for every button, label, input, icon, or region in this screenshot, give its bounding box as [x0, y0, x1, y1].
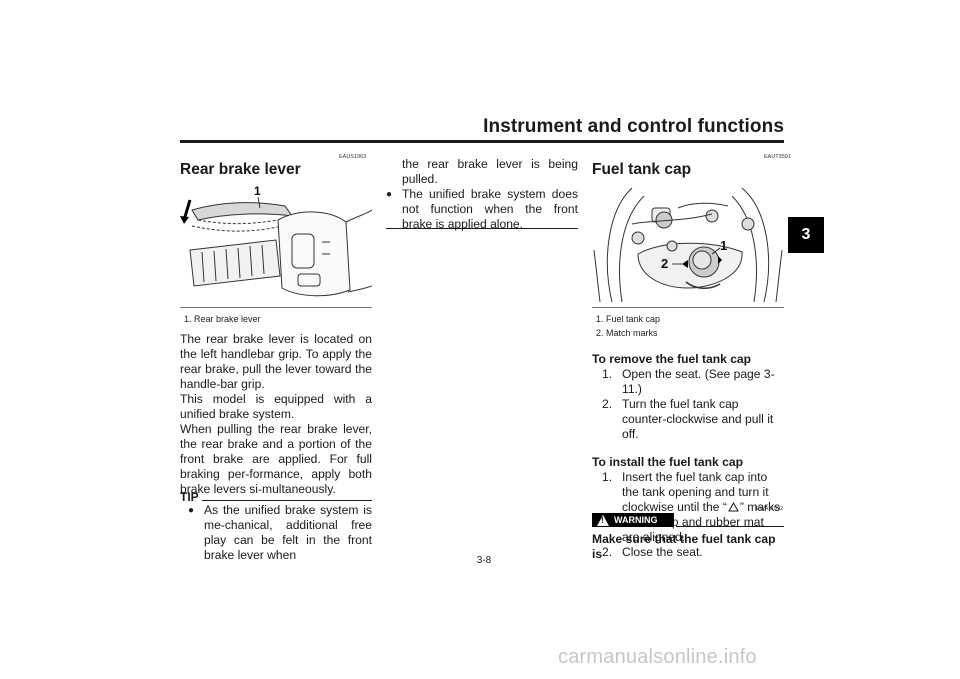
section-code: EAUS1963 — [339, 154, 367, 160]
list-item-text: The unified brake system does not functi… — [402, 187, 578, 231]
watermark: carmanualsonline.info — [558, 646, 757, 668]
paragraph: When pulling the rear brake lever, the r… — [180, 422, 372, 496]
header-rule — [180, 140, 784, 143]
tip-label: TIP — [180, 490, 199, 504]
tip-list: ● As the unified brake system is me-chan… — [188, 503, 372, 563]
warning-text: Make sure that the fuel tank cap is — [592, 532, 776, 561]
section-title-fuel-tank-cap: Fuel tank cap — [592, 161, 692, 178]
list-item: ● As the unified brake system is me-chan… — [188, 503, 372, 563]
list-item: the rear brake lever is being pulled. — [386, 157, 578, 187]
figure-caption: 2. Match marks — [596, 328, 658, 338]
paragraph: This model is equipped with a unified br… — [180, 392, 372, 421]
list-item: 1. Open the seat. (See page 3-11.) — [602, 367, 775, 396]
page-number: 3-8 — [476, 555, 492, 566]
rear-brake-body: The rear brake lever is located on the l… — [180, 332, 372, 497]
warning-icon: ! — [597, 514, 609, 526]
list-item: 2. Close the seat. — [602, 545, 703, 559]
paragraph: The rear brake lever is located on the l… — [180, 332, 372, 391]
figure-caption: 1. Rear brake lever — [184, 314, 261, 324]
figure-callout-2: 2 — [661, 256, 668, 271]
warning-code: EWA11092 — [756, 506, 784, 512]
figure-callout-1: 1 — [720, 238, 727, 253]
list-item-text: As the unified brake system is me-chanic… — [204, 503, 372, 562]
fuel-cap-instructions: To remove the fuel tank cap 1. Open the … — [592, 352, 784, 560]
list-item: ● The unified brake system does not func… — [386, 187, 578, 232]
match-mark-triangle-icon — [728, 501, 739, 512]
bullet-icon: ● — [386, 189, 393, 200]
rear-brake-lever-figure: 1 — [180, 184, 372, 297]
list-item-text: the rear brake lever is being pulled. — [402, 157, 578, 186]
page-title: Instrument and control functions — [483, 116, 784, 137]
chapter-tab[interactable]: 3 — [788, 217, 824, 253]
tip-end-rule — [386, 228, 578, 229]
caption-divider — [592, 307, 784, 308]
section-title-rear-brake: Rear brake lever — [180, 161, 301, 178]
list-item: 2. Turn the fuel tank cap counter-clockw… — [602, 397, 774, 441]
tip-continuation: the rear brake lever is being pulled. ● … — [386, 157, 578, 232]
figure-callout-1: 1 — [254, 184, 261, 198]
caption-divider — [180, 307, 372, 308]
install-heading: To install the fuel tank cap — [592, 455, 743, 469]
tip-rule — [202, 500, 372, 501]
figure-caption: 1. Fuel tank cap — [596, 314, 661, 324]
warning-badge: ! WARNING — [592, 513, 674, 527]
warning-label: WARNING — [614, 515, 658, 525]
bullet-icon: ● — [188, 505, 195, 516]
fuel-tank-cap-figure: 1 2 — [593, 187, 783, 302]
remove-heading: To remove the fuel tank cap — [592, 352, 752, 366]
section-code: EAUT3591 — [764, 154, 791, 160]
warning-rule — [676, 526, 784, 527]
